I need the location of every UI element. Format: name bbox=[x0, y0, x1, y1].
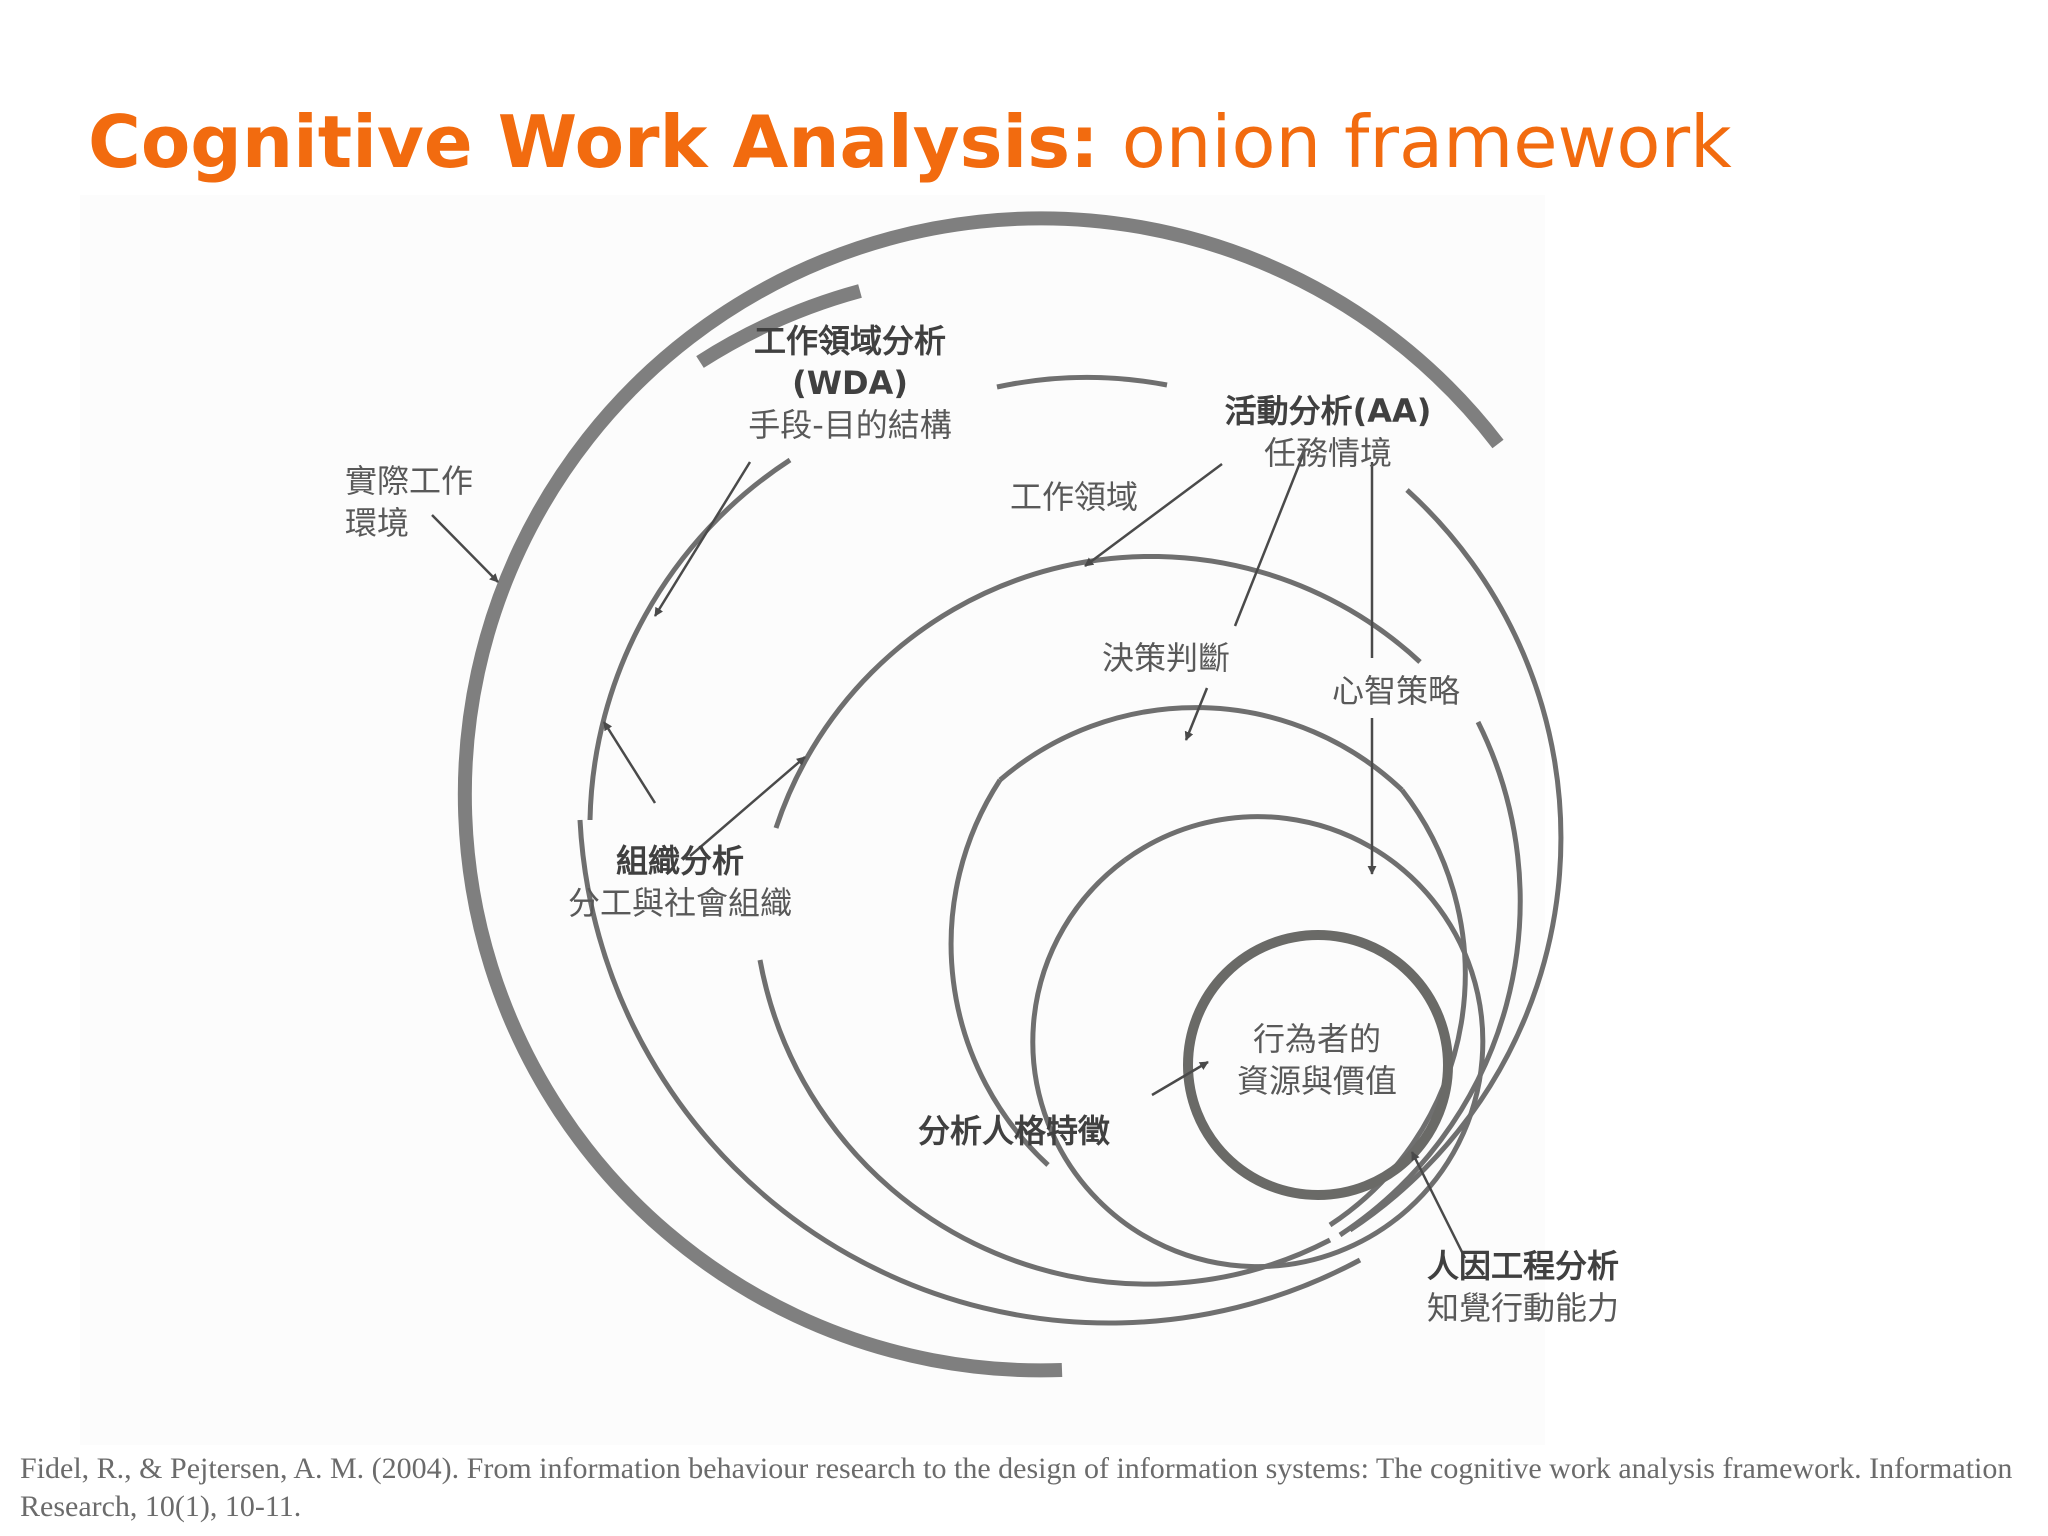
ring-wda-left bbox=[587, 457, 792, 821]
ring-wda-top bbox=[996, 375, 1168, 390]
ring-strategies bbox=[1096, 814, 1486, 1270]
label-human-factors: 人因工程分析 知覺行動能力 bbox=[1426, 1247, 1619, 1327]
ring-org bbox=[757, 959, 1332, 1287]
arrow-personality bbox=[1151, 1060, 1209, 1097]
arrow-decision bbox=[1184, 687, 1209, 741]
label-actual-environment: 實際工作 環境 bbox=[345, 462, 474, 542]
label-personality: 分析人格特徵 bbox=[918, 1112, 1111, 1150]
ring-actual-environment-top bbox=[696, 284, 862, 368]
slide-title: Cognitive Work Analysis: onion framework bbox=[88, 92, 1732, 192]
arrow-org-ring bbox=[689, 756, 806, 857]
arrow-work-domain bbox=[1084, 462, 1223, 568]
arrow-actual-env bbox=[431, 514, 499, 583]
label-mental-strategies: 心智策略 bbox=[1332, 672, 1461, 710]
arrow-aa-decision bbox=[1233, 449, 1307, 627]
label-wda: 工作領域分析 (WDA) 手段-目的結構 bbox=[748, 322, 952, 444]
label-organization: 組織分析 分工與社會組織 bbox=[567, 842, 792, 922]
arrow-wda bbox=[653, 461, 752, 617]
ring-org-upper bbox=[773, 553, 1422, 829]
ring-wda-right bbox=[1348, 488, 1564, 1233]
ring-wda bbox=[577, 819, 1362, 1326]
label-decision: 決策判斷 bbox=[1102, 639, 1231, 677]
arrow-org-wda bbox=[602, 721, 657, 804]
title-light: onion framework bbox=[1121, 100, 1732, 184]
label-work-domain: 工作領域 bbox=[1010, 478, 1139, 516]
ring-decision-right bbox=[1328, 788, 1468, 1228]
label-actor: 行為者的 資源與價值 bbox=[1236, 1020, 1397, 1100]
ring-actual-environment bbox=[457, 211, 1504, 1378]
ring-strategies-left bbox=[1030, 857, 1127, 1202]
title-bold: Cognitive Work Analysis: bbox=[88, 100, 1099, 184]
label-aa: 活動分析(AA) 任務情境 bbox=[1224, 392, 1432, 472]
citation: Fidel, R., & Pejtersen, A. M. (2004). Fr… bbox=[20, 1452, 2013, 1523]
ring-actor bbox=[1183, 930, 1453, 1200]
ring-decision-lower bbox=[948, 778, 1050, 1167]
ring-decision bbox=[998, 705, 1404, 792]
arrow-hf bbox=[1410, 1151, 1467, 1259]
ring-org-right bbox=[1338, 720, 1523, 1238]
